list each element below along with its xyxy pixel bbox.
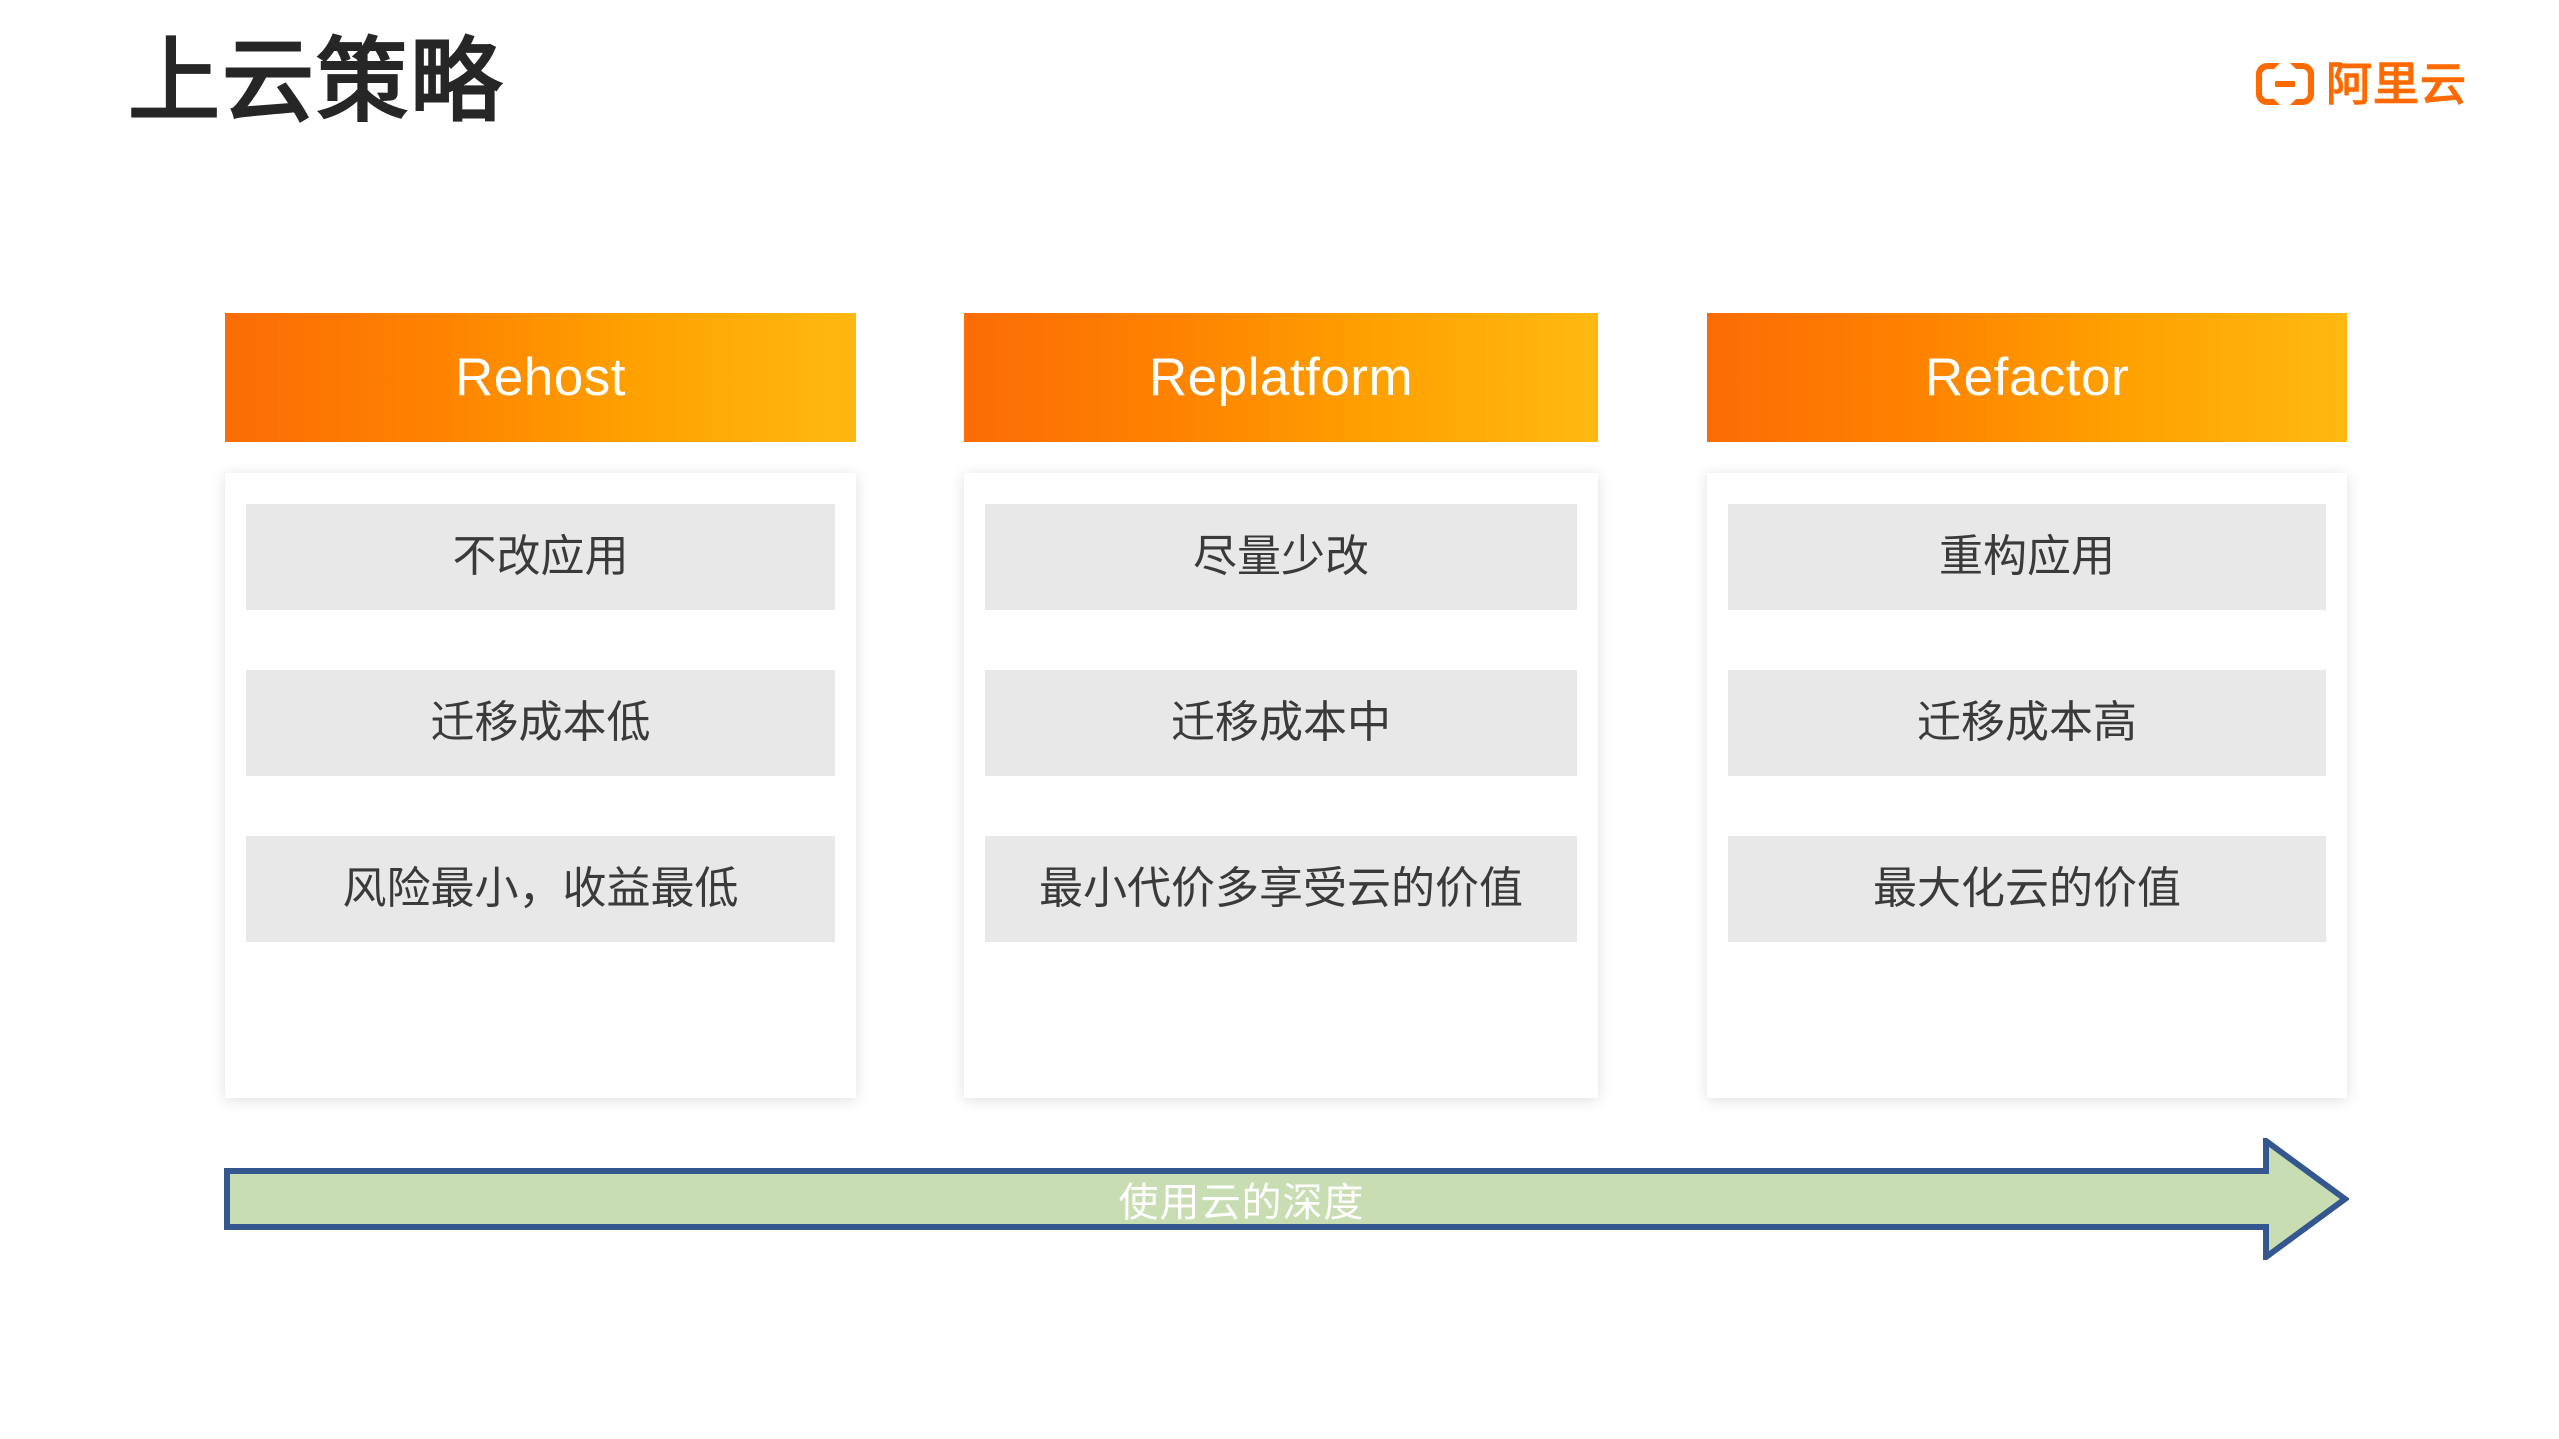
column-body-replatform: 尽量少改 迁移成本中 最小代价多享受云的价值 <box>964 473 1598 1098</box>
strategy-column-rehost: Rehost 不改应用 迁移成本低 风险最小，收益最低 <box>225 313 856 1098</box>
cell-refactor-1: 迁移成本高 <box>1728 670 2326 776</box>
cell-rehost-0: 不改应用 <box>246 504 835 610</box>
alibaba-cloud-bracket-icon <box>2254 61 2316 107</box>
cell-refactor-2: 最大化云的价值 <box>1728 836 2326 942</box>
column-header-refactor: Refactor <box>1707 313 2347 442</box>
brand-name: 阿里云 <box>2326 58 2467 110</box>
cell-replatform-0: 尽量少改 <box>985 504 1577 610</box>
cell-rehost-2: 风险最小，收益最低 <box>246 836 835 942</box>
strategy-column-replatform: Replatform 尽量少改 迁移成本中 最小代价多享受云的价值 <box>964 313 1598 1098</box>
cell-refactor-0: 重构应用 <box>1728 504 2326 610</box>
strategy-column-refactor: Refactor 重构应用 迁移成本高 最大化云的价值 <box>1707 313 2347 1098</box>
cell-replatform-1: 迁移成本中 <box>985 670 1577 776</box>
cell-rehost-1: 迁移成本低 <box>246 670 835 776</box>
page-title: 上云策略 <box>128 31 505 133</box>
cloud-depth-arrow: 使用云的深度 <box>224 1138 2349 1260</box>
column-header-rehost: Rehost <box>225 313 856 442</box>
brand-logo: 阿里云 <box>2254 55 2467 113</box>
right-arrow-icon <box>224 1138 2349 1260</box>
column-body-refactor: 重构应用 迁移成本高 最大化云的价值 <box>1707 473 2347 1098</box>
cell-replatform-2: 最小代价多享受云的价值 <box>985 836 1577 942</box>
column-body-rehost: 不改应用 迁移成本低 风险最小，收益最低 <box>225 473 856 1098</box>
column-header-replatform: Replatform <box>964 313 1598 442</box>
